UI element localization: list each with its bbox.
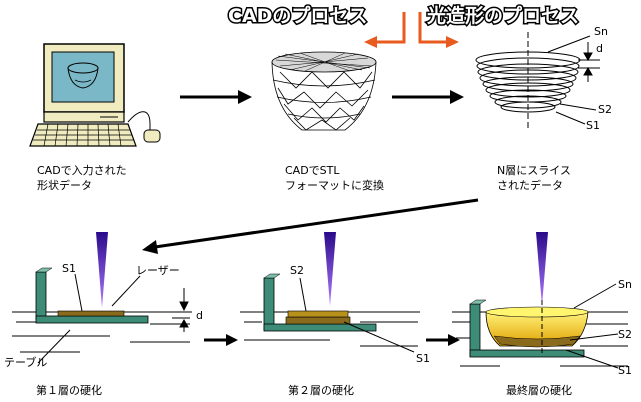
title-stereolithography-process: 光造形のプロセス <box>426 4 579 27</box>
stl-convert-caption-line2: フォーマットに変換 <box>285 178 384 192</box>
final-label-sn: Sn <box>618 278 632 291</box>
layer2-laser-beam-icon <box>324 232 336 306</box>
layer1-label-table: テーブル <box>4 355 47 369</box>
layer2-panel: S2 S1 第２層の硬化 <box>240 232 430 397</box>
layer1-label-d: d <box>196 309 203 322</box>
arrow-stl-to-slices <box>392 90 464 104</box>
final-part-body <box>485 311 589 347</box>
final-part-top-layer <box>485 306 589 318</box>
slice-annotations <box>547 35 600 125</box>
computer-icon <box>29 43 161 147</box>
layer2-cured-layer <box>287 310 349 318</box>
slice-caption-line2: されたデータ <box>497 178 563 192</box>
final-table-icon <box>469 299 585 358</box>
final-part-bottom-layers <box>493 335 581 348</box>
slice-label-sn: Sn <box>594 25 608 38</box>
layer2-first-layer <box>285 316 351 325</box>
final-layer-caption: 最終層の硬化 <box>506 383 572 397</box>
final-laser-beam-icon <box>536 232 548 306</box>
layer1-caption: 第１層の硬化 <box>36 383 102 397</box>
left-orange-arrowhead-icon <box>364 36 377 48</box>
layer2-label-s2: S2 <box>290 264 304 277</box>
layer1-panel: S1 レーザー d テーブル 第１層の硬化 <box>4 232 203 397</box>
layer2-caption: 第２層の硬化 <box>288 383 354 397</box>
title-cad-process: CADのプロセス <box>228 4 367 27</box>
slice-label-s1: S1 <box>586 119 600 132</box>
arrow-slices-to-curing <box>142 198 479 254</box>
stl-convert-caption-line1: CADでSTL <box>285 164 340 177</box>
layer1-label-laser: レーザー <box>136 264 180 277</box>
right-orange-arrowhead-icon <box>446 36 459 48</box>
left-orange-arrow <box>377 12 406 44</box>
stl-mesh-bowl-icon <box>271 51 377 131</box>
final-label-s1: S1 <box>618 364 632 377</box>
cad-input-caption-line2: 形状データ <box>37 178 92 192</box>
arrow-cad-to-stl <box>180 90 252 104</box>
cad-input-caption-line1: CADで入力された <box>37 164 127 177</box>
layer1-laser-beam-icon <box>96 232 108 308</box>
layer1-cured-layer <box>57 310 125 317</box>
layer2-label-s1: S1 <box>416 352 430 365</box>
right-orange-arrow <box>418 12 446 44</box>
title-divider-arrows <box>377 12 446 44</box>
arrow-layer1-to-layer2 <box>204 334 238 346</box>
slice-caption-line1: N層にスライス <box>497 164 571 177</box>
slice-label-d: d <box>596 42 603 55</box>
layer1-label-s1: S1 <box>62 262 76 275</box>
final-label-s2: S2 <box>618 328 632 341</box>
final-layer-panel: Sn S2 S1 最終層の硬化 <box>452 232 632 397</box>
slice-label-s2: S2 <box>598 103 612 116</box>
arrow-layer2-to-final <box>426 334 460 346</box>
